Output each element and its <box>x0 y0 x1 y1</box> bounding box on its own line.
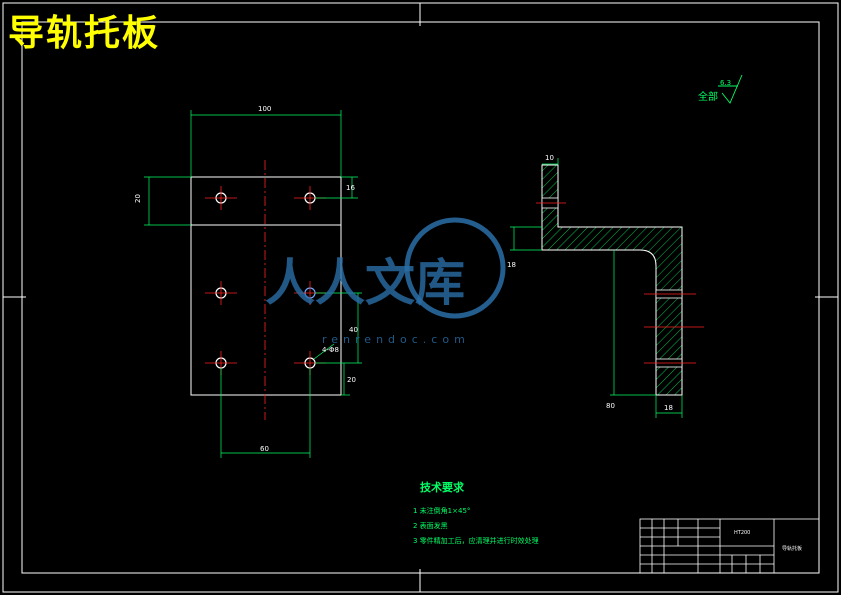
tech-req-item-1: 1 未注倒角1×45° <box>413 506 470 515</box>
tech-req-item-2: 2 表面发黑 <box>413 521 448 530</box>
roughness-symbol <box>718 74 743 104</box>
dim-left: 20 <box>134 194 142 203</box>
watermark-text: 人人文库 <box>265 254 465 312</box>
tech-req-item-3: 3 零件精加工后，应清理并进行时效处理 <box>413 536 539 545</box>
roughness-prefix: 全部 <box>698 90 718 103</box>
side-view <box>510 158 704 418</box>
dim-bottom: 60 <box>260 445 269 453</box>
title-block-material: HT200 <box>734 530 750 536</box>
side-dim-left-mid: 18 <box>507 261 516 269</box>
watermark-url: renrendoc.com <box>322 333 470 346</box>
hole-callout: 4-Φ8 <box>322 346 339 354</box>
tech-req-heading: 技术要求 <box>420 480 465 494</box>
title-block <box>639 518 820 574</box>
front-view <box>144 110 362 458</box>
drawing-title: 导轨托板 <box>8 13 161 54</box>
dim-right-mid: 40 <box>349 326 358 334</box>
dim-right-top: 16 <box>346 184 355 192</box>
title-block-part-name: 导轨托板 <box>782 545 802 552</box>
side-dim-top: 10 <box>545 154 554 162</box>
dim-top: 100 <box>258 105 271 113</box>
side-dim-left-bottom: 80 <box>606 402 615 410</box>
side-dim-bottom: 18 <box>664 404 673 412</box>
watermark-logo <box>404 217 506 319</box>
roughness-value: 6.3 <box>720 79 731 87</box>
dim-right-bottom: 20 <box>347 376 356 384</box>
